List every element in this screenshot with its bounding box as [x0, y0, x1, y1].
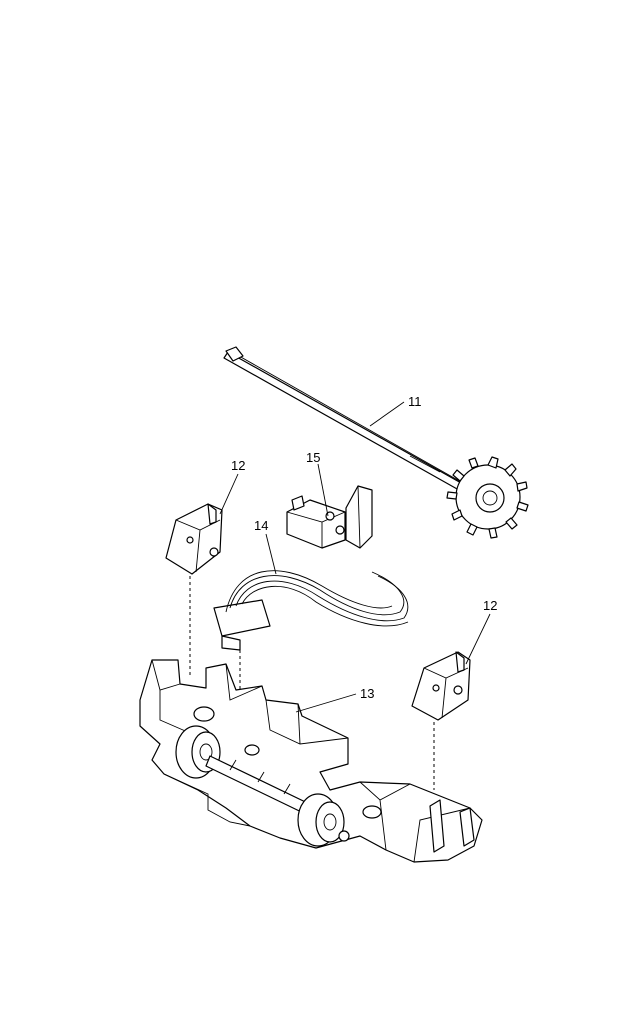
callout-14: 14	[254, 518, 268, 533]
shaft-with-gear-part: 11	[224, 347, 528, 538]
callout-11: 11	[408, 394, 422, 409]
bracket-part-15: 15	[287, 450, 372, 548]
callout-12-left: 12	[231, 458, 245, 473]
callout-15: 15	[306, 450, 320, 465]
gear	[447, 457, 528, 538]
latch-part-12-right: 12	[412, 598, 497, 790]
boss-center	[245, 745, 259, 755]
callout-12-right: 12	[483, 598, 497, 613]
boss-right	[363, 806, 381, 818]
boss-left	[194, 707, 214, 721]
callout-13: 13	[360, 686, 374, 701]
